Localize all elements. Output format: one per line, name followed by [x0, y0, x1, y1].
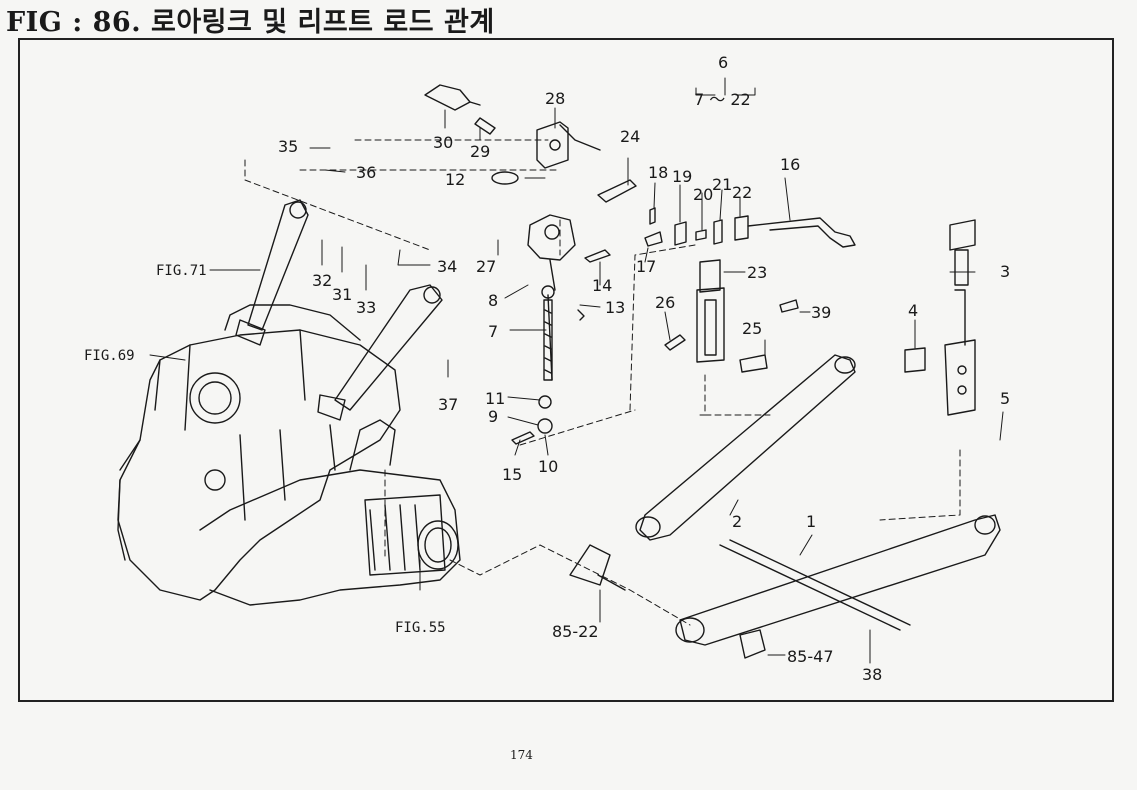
diagram-frame: [18, 38, 1114, 702]
label-5: 5: [1000, 389, 1010, 408]
label-24: 24: [620, 127, 640, 146]
label-26: 26: [655, 293, 675, 312]
page-title: FIG : 86. 로아링크 및 리프트 로드 관계: [6, 7, 495, 38]
leader-lines-drawing: [149, 77, 1004, 664]
label-39: 39: [811, 303, 831, 322]
label-7: 7: [488, 322, 498, 341]
label-20: 20: [693, 185, 713, 204]
label-16: 16: [780, 155, 800, 174]
label-21: 21: [712, 175, 732, 194]
label-15: 15: [502, 465, 522, 484]
ref-fig69: FIG.69: [84, 348, 135, 364]
label-6: 6: [718, 53, 728, 72]
label-22: 22: [732, 183, 752, 202]
ref-85-22: 85-22: [552, 622, 599, 641]
label-35: 35: [278, 137, 298, 156]
label-19: 19: [672, 167, 692, 186]
lower-links-drawing: [569, 219, 1001, 659]
reference-lines-drawing: [244, 139, 961, 626]
label-25: 25: [742, 319, 762, 338]
ref-fig71: FIG.71: [156, 263, 207, 279]
label-17: 17: [636, 257, 656, 276]
label-34: 34: [437, 257, 457, 276]
label-38: 38: [862, 665, 882, 684]
page-number: 174: [510, 748, 533, 762]
label-28: 28: [545, 89, 565, 108]
label-6-range: 7 ～ 22: [694, 90, 751, 109]
ref-fig55: FIG.55: [395, 620, 446, 636]
label-1: 1: [806, 512, 816, 531]
label-18: 18: [648, 163, 668, 182]
label-14: 14: [592, 276, 612, 295]
label-32: 32: [312, 271, 332, 290]
leveling-rod-drawing: [664, 259, 799, 373]
lift-rod-assembly-drawing: [424, 84, 856, 445]
label-27: 27: [476, 257, 496, 276]
label-33: 33: [356, 298, 376, 317]
label-9: 9: [488, 407, 498, 426]
label-30: 30: [433, 133, 453, 152]
label-29: 29: [470, 142, 490, 161]
label-12: 12: [445, 170, 465, 189]
tractor-housing-drawing: [117, 304, 461, 606]
label-4: 4: [908, 301, 918, 320]
label-2: 2: [732, 512, 742, 531]
label-23: 23: [747, 263, 767, 282]
figure-references: FIG.71 FIG.69 FIG.55 85-22 85-47: [84, 263, 834, 666]
label-13: 13: [605, 298, 625, 317]
label-8: 8: [488, 291, 498, 310]
lift-arm-drawing: [235, 199, 443, 421]
label-10: 10: [538, 457, 558, 476]
part-labels: 6 7 ～ 22 28 30 29 24 12 35 36 18 19 20 2…: [278, 53, 1010, 684]
label-11: 11: [485, 389, 505, 408]
label-3: 3: [1000, 262, 1010, 281]
label-37: 37: [438, 395, 458, 414]
label-36: 36: [356, 163, 376, 182]
ref-85-47: 85-47: [787, 647, 834, 666]
label-31: 31: [332, 285, 352, 304]
